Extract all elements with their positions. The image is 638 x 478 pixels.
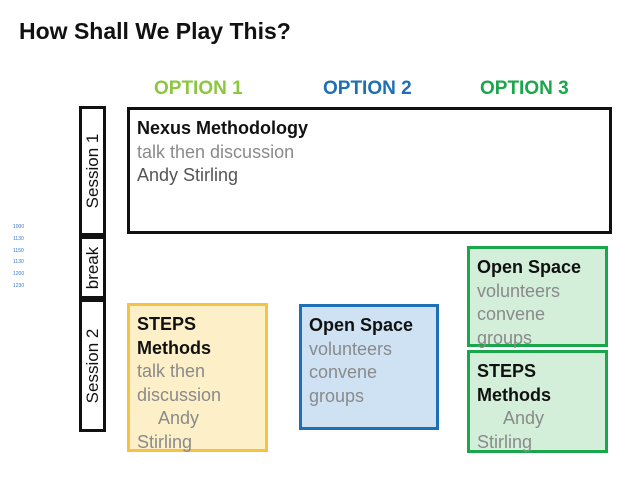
open-space-line-2: convene xyxy=(309,362,378,382)
steps-line-3: Andy xyxy=(158,408,200,428)
time-label: 1230 xyxy=(13,282,25,289)
nexus-line-2: Andy Stirling xyxy=(137,165,239,185)
steps-title-line-2: Methods xyxy=(477,384,551,405)
steps-line-1: Andy xyxy=(503,408,545,428)
steps-title-line-1: STEPS xyxy=(137,314,197,334)
option-3-header: OPTION 3 xyxy=(480,78,569,99)
open-space-option-2-box: Open Space volunteers convene groups xyxy=(299,304,439,430)
open-space-option-3-box: Open Space volunteers convene groups xyxy=(467,246,608,348)
open-space-line-1: volunteers xyxy=(309,338,393,359)
steps-line-2: Stirling xyxy=(477,431,533,452)
open-space-line-2: convene xyxy=(477,304,546,324)
nexus-line-1: talk then discussion xyxy=(137,141,295,162)
nexus-title: Nexus Methodology xyxy=(137,118,309,138)
steps-line-2: discussion xyxy=(137,384,222,405)
time-labels: 1000 1130 1150 1130 1200 1230 xyxy=(13,222,24,293)
option-2-header: OPTION 2 xyxy=(323,78,412,99)
steps-methods-option-3-box: STEPS Methods Andy Stirling xyxy=(467,350,608,453)
steps-title-line-2: Methods xyxy=(137,337,211,358)
time-label: 1200 xyxy=(13,271,25,278)
open-space-title: Open Space xyxy=(309,315,414,335)
time-label: 1130 xyxy=(13,235,24,242)
session-2-label-box: Session 2 xyxy=(79,299,106,432)
steps-methods-option-1-box: STEPS Methods talk then discussion Andy … xyxy=(127,303,268,452)
steps-line-1: talk then xyxy=(137,361,206,381)
break-label-box: break xyxy=(79,236,106,299)
open-space-title: Open Space xyxy=(477,257,582,277)
session-1-label: Session 1 xyxy=(82,133,102,209)
time-label: 1000 xyxy=(13,224,25,230)
nexus-methodology-box: Nexus Methodology talk then discussion A… xyxy=(127,107,612,234)
steps-line-4: Stirling xyxy=(137,431,193,452)
break-label: break xyxy=(82,246,102,289)
session-2-label: Session 2 xyxy=(82,328,102,403)
open-space-line-1: volunteers xyxy=(477,280,561,301)
open-space-line-3: groups xyxy=(309,385,365,406)
steps-title-line-1: STEPS xyxy=(477,361,537,381)
page-title: How Shall We Play This? xyxy=(19,18,291,44)
time-label: 1150 xyxy=(13,247,24,254)
open-space-line-3: groups xyxy=(477,327,533,348)
option-1-header: OPTION 1 xyxy=(154,78,243,99)
time-label: 1130 xyxy=(13,259,24,266)
session-1-label-box: Session 1 xyxy=(79,106,106,236)
